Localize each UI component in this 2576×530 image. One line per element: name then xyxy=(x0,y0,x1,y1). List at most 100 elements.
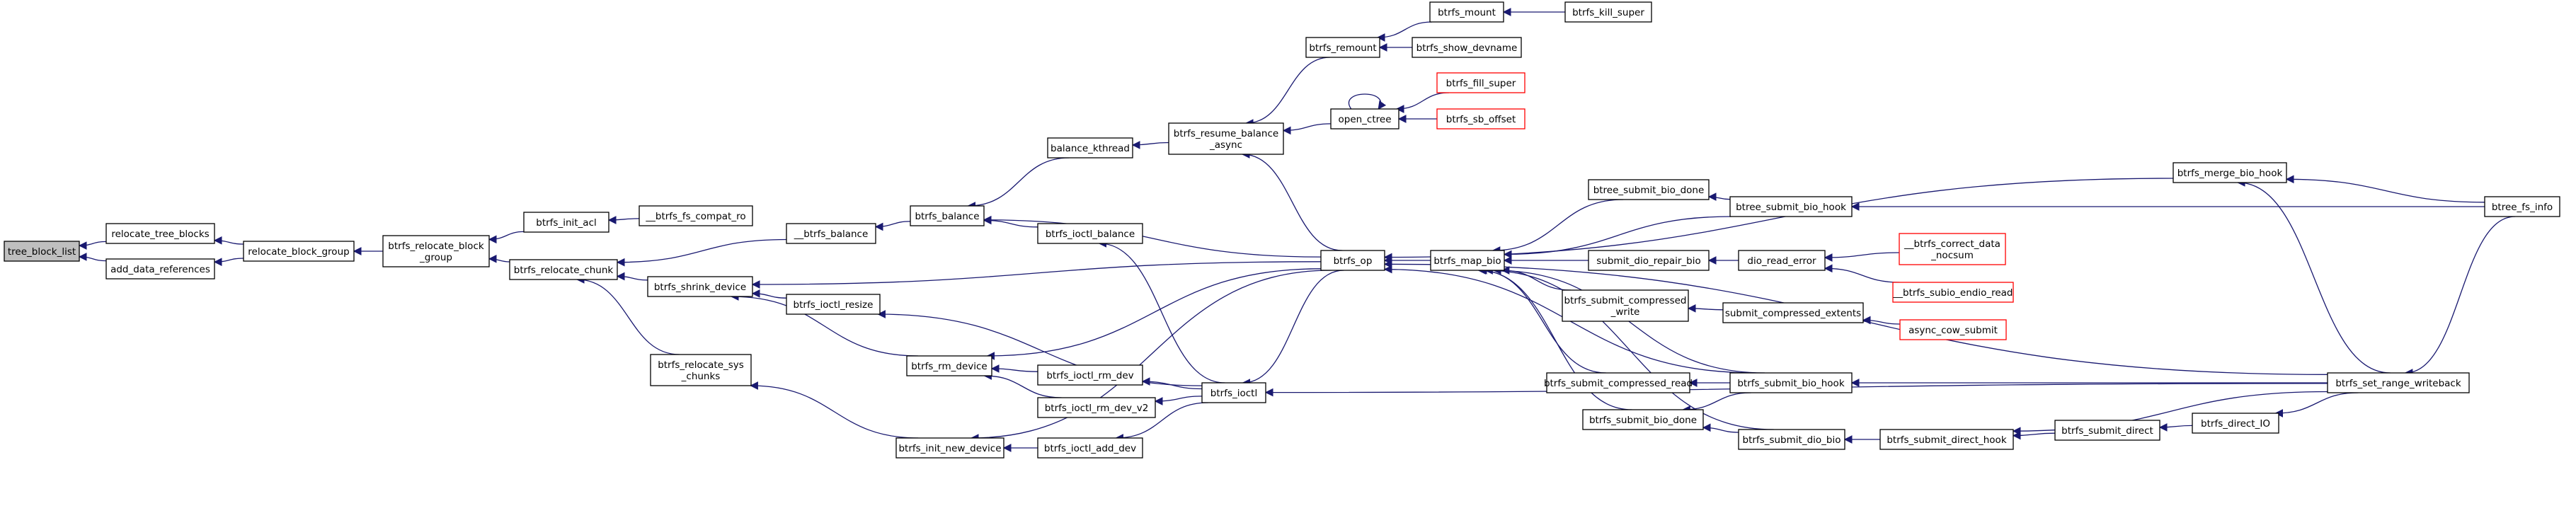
node-label: btrfs_resume_balance xyxy=(1174,128,1278,139)
edge-btrfs-mount-to-btrfs-remount xyxy=(1376,21,1433,42)
node-btrfs-ioctl-add-dev[interactable]: btrfs_ioctl_add_dev xyxy=(1037,437,1143,459)
node-btrfs-ioctl-rm-dev-v2[interactable]: btrfs_ioctl_rm_dev_v2 xyxy=(1037,397,1156,418)
node-btrfs-submit-direct[interactable]: btrfs_submit_direct xyxy=(2054,420,2160,441)
edge-btrfs-set-range-writeback-to-btrfs-merge-bio-hook xyxy=(2237,178,2391,374)
node-dio-read-error[interactable]: dio_read_error xyxy=(1738,250,1826,271)
node-relocate-block-group[interactable]: relocate_block_group xyxy=(243,241,355,262)
node-box xyxy=(1320,250,1385,271)
node-btrfs-remount[interactable]: btrfs_remount xyxy=(1305,37,1380,58)
edge-btrfs-submit-direct-to-btrfs-submit-direct-hook xyxy=(2012,431,2056,440)
node-btrfs-relocate-chunk[interactable]: btrfs_relocate_chunk xyxy=(509,259,618,280)
node-btrfs-submit-bio-done[interactable]: btrfs_submit_bio_done xyxy=(1582,409,1704,430)
edge-btrfs-init-new-device-to-btrfs-relocate-sys-chunks xyxy=(750,381,919,439)
node-btrfs-submit-compressed-read[interactable]: btrfs_submit_compressed_read xyxy=(1544,372,1693,393)
node-btrfs-init-acl[interactable]: btrfs_init_acl xyxy=(523,212,609,233)
node-label: btrfs_op xyxy=(1334,255,1373,267)
node-btrfs-merge-bio-hook[interactable]: btrfs_merge_bio_hook xyxy=(2173,162,2287,183)
node-btrfs-ioctl[interactable]: btrfs_ioctl xyxy=(1201,382,1266,403)
node-submit-dio-repair-bio[interactable]: submit_dio_repair_bio xyxy=(1588,250,1710,271)
node-btrfs-map-bio[interactable]: btrfs_map_bio xyxy=(1430,250,1505,271)
node-relocate-tree-blocks[interactable]: relocate_tree_blocks xyxy=(105,223,215,244)
edge-btrfs-submit-dio-bio-to-btrfs-submit-bio-done xyxy=(1702,423,1739,433)
node-btrfs-relocate-sys-chunks[interactable]: btrfs_relocate_sys_chunks xyxy=(650,354,752,386)
node-btrfs-submit-direct-hook[interactable]: btrfs_submit_direct_hook xyxy=(1879,429,2014,450)
node-btrfs-check-data-csum[interactable]: __btrfs_correct_data_nocsum xyxy=(1899,233,2006,265)
node-label: btrfs_rm_device xyxy=(911,361,988,372)
edge-btrfs-submit-bio-done-to-btrfs-map-bio xyxy=(1477,266,1632,410)
node-btrfs-submit-compressed-write[interactable]: btrfs_submit_compressed_write xyxy=(1562,289,1689,322)
node-label: btree_submit_bio_done xyxy=(1593,185,1705,196)
node-box xyxy=(1436,108,1525,129)
node-label: btrfs_ioctl_rm_dev xyxy=(1046,370,1133,381)
node-btrfs-kill-super[interactable]: btrfs_kill_super xyxy=(1564,1,1652,23)
node-box xyxy=(1430,250,1505,271)
edge-btrfs-op-to-btrfs-shrink-device xyxy=(751,261,1322,289)
node-btrfs-submit-dio-bio[interactable]: btrfs_submit_dio_bio xyxy=(1738,429,1845,450)
node-box xyxy=(1899,319,2007,340)
node-label: btrfs_direct_IO xyxy=(2201,418,2270,430)
node-label: btrfs_init_new_device xyxy=(898,443,1001,454)
node-box xyxy=(786,223,876,244)
edge-relocate-block-group-to-relocate-tree-blocks xyxy=(213,236,244,245)
node-box xyxy=(1168,122,1284,155)
node-btrfs-mount[interactable]: btrfs_mount xyxy=(1429,1,1504,23)
node-btrfs-balance[interactable]: btrfs_balance xyxy=(910,205,985,226)
node-btree-submit-bio-done[interactable]: btree_submit_bio_done xyxy=(1588,179,1710,200)
node-btrfs-ioctl-balance[interactable]: btrfs_ioctl_balance xyxy=(1037,223,1143,244)
edge-btrfs-ioctl-to-btrfs-ioctl-rm-dev-v2 xyxy=(1154,396,1203,405)
node-box xyxy=(1037,223,1143,244)
node-label: btrfs_submit_bio_hook xyxy=(1737,378,1844,389)
node-btrfs-fill-super[interactable]: btrfs_fill_super xyxy=(1436,72,1525,93)
node-btrfs-balance[interactable]: __btrfs_balance xyxy=(786,223,876,244)
node-label: btrfs_relocate_chunk xyxy=(514,265,614,276)
node-btrfs-direct-io[interactable]: btrfs_direct_IO xyxy=(2192,413,2279,434)
node-tree-block-list[interactable]: tree_block_list xyxy=(4,241,80,262)
node-label: btrfs_ioctl xyxy=(1210,388,1257,399)
node-box xyxy=(105,223,215,244)
edge-btrfs-subio-endio-read-to-dio-read-error xyxy=(1824,264,1900,283)
node-btree-submit-bio-hook[interactable]: btree_submit_bio_hook xyxy=(1729,196,1853,217)
node-balance-kthread[interactable]: balance_kthread xyxy=(1047,137,1133,159)
node-btrfs-set-range-writeback[interactable]: btrfs_set_range_writeback xyxy=(2327,372,2470,393)
node-btrfs-ioctl-resize[interactable]: btrfs_ioctl_resize xyxy=(786,294,881,315)
edge-btrfs-ioctl-rm-dev-to-btrfs-rm-device xyxy=(990,364,1038,373)
node-label: btrfs_sb_offset xyxy=(1446,114,1516,125)
node-box xyxy=(1892,282,2014,303)
node-box xyxy=(2192,413,2279,434)
node-label: btrfs_submit_direct_hook xyxy=(1887,434,2006,446)
node-btrfs-init-new-device[interactable]: btrfs_init_new_device xyxy=(895,437,1004,459)
node-label: btrfs_ioctl_resize xyxy=(794,299,874,311)
node-label: btrfs_fill_super xyxy=(1446,78,1516,89)
node-async-cow-submit[interactable]: async_cow_submit xyxy=(1899,319,2007,340)
node-box xyxy=(105,258,215,280)
node-box xyxy=(1899,233,2006,265)
node-box xyxy=(2054,420,2160,441)
node-submit-compressed-extents[interactable]: submit_compressed_extents xyxy=(1722,302,1864,323)
node-btrfs-shrink-device[interactable]: btrfs_shrink_device xyxy=(647,276,753,297)
node-btree-fs-info[interactable]: btree_fs_info xyxy=(2484,196,2560,217)
edge-btrfs-ioctl-to-btrfs-ioctl-add-dev xyxy=(1115,402,1208,442)
node-open-ctree[interactable]: open_ctree xyxy=(1330,108,1399,129)
node-btrfs-submit-bio-hook[interactable]: btrfs_submit_bio_hook xyxy=(1729,372,1853,393)
node-btrfs-fs-compat-ro[interactable]: __btrfs_fs_compat_ro xyxy=(639,205,753,226)
edge-submit-compressed-extents-to-btrfs-submit-compressed-write xyxy=(1687,304,1724,313)
edge-layer xyxy=(78,8,2516,452)
node-label: _async xyxy=(1209,139,1242,151)
node-btrfs-subio-endio-read[interactable]: __btrfs_subio_endio_read xyxy=(1892,282,2014,303)
node-btrfs-show-devname[interactable]: btrfs_show_devname xyxy=(1412,37,1522,58)
node-label: btrfs_map_bio xyxy=(1433,255,1501,267)
node-btrfs-relocate-block-group[interactable]: btrfs_relocate_block_group xyxy=(382,235,490,267)
node-label: relocate_block_group xyxy=(248,246,349,258)
node-btrfs-sb-offset[interactable]: btrfs_sb_offset xyxy=(1436,108,1525,129)
node-btrfs-ioctl-rm-dev[interactable]: btrfs_ioctl_rm_dev xyxy=(1037,364,1143,386)
node-btrfs-op[interactable]: btrfs_op xyxy=(1320,250,1385,271)
node-box xyxy=(895,437,1004,459)
edge-btrfs-ioctl-to-btrfs-ioctl-balance xyxy=(1098,239,1225,384)
node-btrfs-rm-device[interactable]: btrfs_rm_device xyxy=(906,355,992,376)
edge-btrfs-remount-to-btrfs-resume-balance-async xyxy=(1244,57,1331,127)
edge-btrfs-rm-device-to-btrfs-shrink-device xyxy=(730,292,919,357)
node-btrfs-resume-balance-async[interactable]: btrfs_resume_balance_async xyxy=(1168,122,1284,155)
node-add-data-references[interactable]: add_data_references xyxy=(105,258,215,280)
node-label: submit_dio_repair_bio xyxy=(1596,255,1700,267)
